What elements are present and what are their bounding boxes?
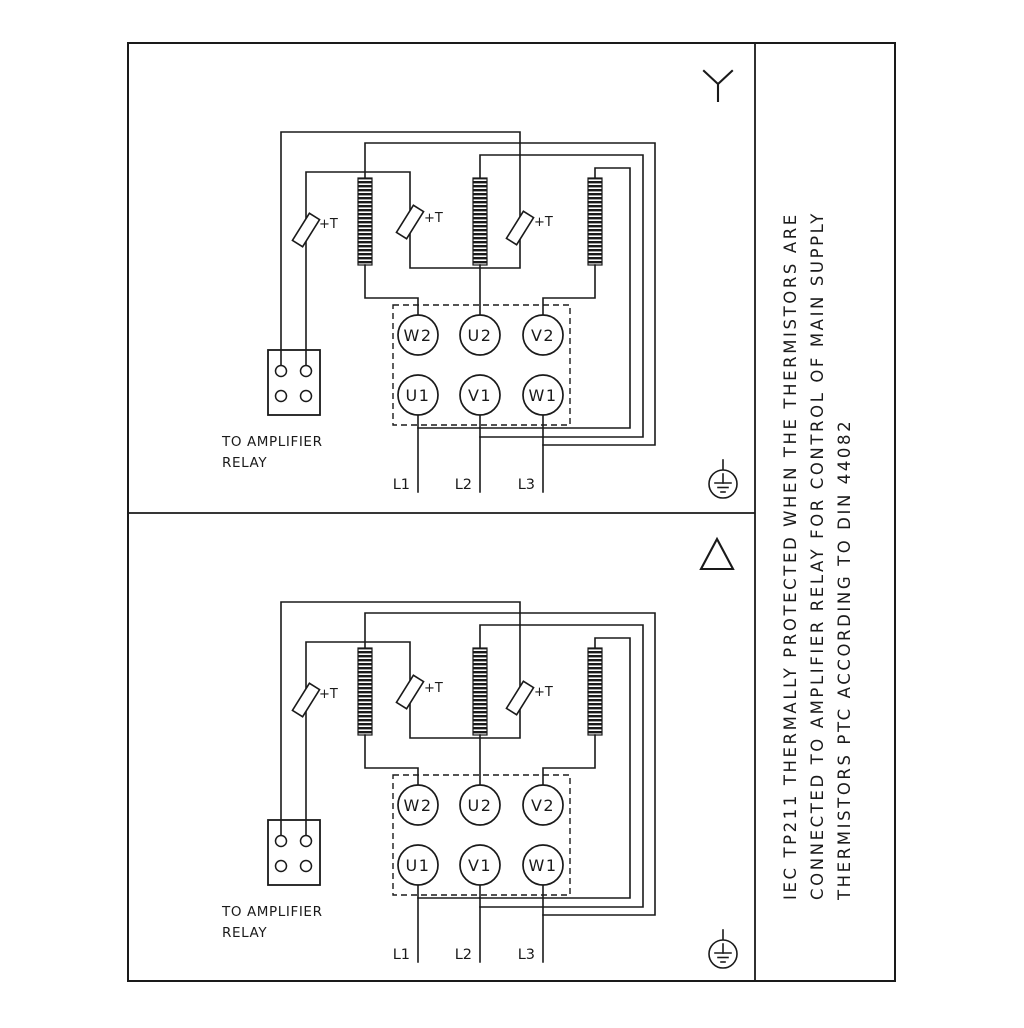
star-connection-icon [702, 69, 734, 103]
terminal-label-v2: V2 [531, 326, 555, 345]
sidebar-note-line2: CONNECTED TO AMPLIFIER RELAY FOR CONTROL… [808, 211, 827, 900]
relay-caption-line2: RELAY [222, 455, 267, 471]
thermistor-label: +T [424, 211, 443, 226]
thermistor-label: +T [319, 687, 338, 702]
sidebar-note-line3: THERMISTORS PTC ACCORDING TO DIN 44082 [835, 419, 854, 901]
supply-label-l1: L1 [393, 947, 410, 963]
sidebar-note: IEC TP211 THERMALLY PROTECTED WHEN THE T… [781, 211, 854, 901]
panel-star-labels: W2 U2 V2 U1 V1 W1 +T +T +T TO AMPLIFIER … [221, 211, 558, 493]
supply-label-l2: L2 [455, 477, 472, 493]
relay-caption-line1: TO AMPLIFIER [221, 904, 323, 920]
terminal-label-u2: U2 [468, 796, 493, 815]
drawing-border [127, 42, 896, 982]
thermistor-label: +T [534, 215, 553, 230]
terminal-label-u2: U2 [468, 326, 493, 345]
thermistor-label: +T [534, 685, 553, 700]
terminal-label-v2: V2 [531, 796, 555, 815]
thermistor-label: +T [424, 681, 443, 696]
panel-wiring-delta [267, 601, 738, 969]
terminal-label-u1: U1 [406, 856, 431, 875]
terminal-label-w2: W2 [404, 796, 433, 815]
supply-label-l2: L2 [455, 947, 472, 963]
terminal-label-u1: U1 [406, 386, 431, 405]
supply-label-l3: L3 [518, 477, 535, 493]
relay-caption-line2: RELAY [222, 925, 267, 941]
terminal-label-w2: W2 [404, 326, 433, 345]
terminal-label-v1: V1 [468, 386, 492, 405]
terminal-label-v1: V1 [468, 856, 492, 875]
delta-connection-icon [699, 536, 735, 571]
supply-label-l1: L1 [393, 477, 410, 493]
supply-label-l3: L3 [518, 947, 535, 963]
thermistor-label: +T [319, 217, 338, 232]
sidebar-note-line1: IEC TP211 THERMALLY PROTECTED WHEN THE T… [781, 212, 800, 900]
terminal-label-w1: W1 [529, 386, 558, 405]
relay-caption-line1: TO AMPLIFIER [221, 434, 323, 450]
panel-wiring-star [267, 131, 738, 499]
terminal-label-w1: W1 [529, 856, 558, 875]
panel-delta-labels: W2 U2 V2 U1 V1 W1 +T +T +T TO AMPLIFIER … [221, 681, 558, 963]
